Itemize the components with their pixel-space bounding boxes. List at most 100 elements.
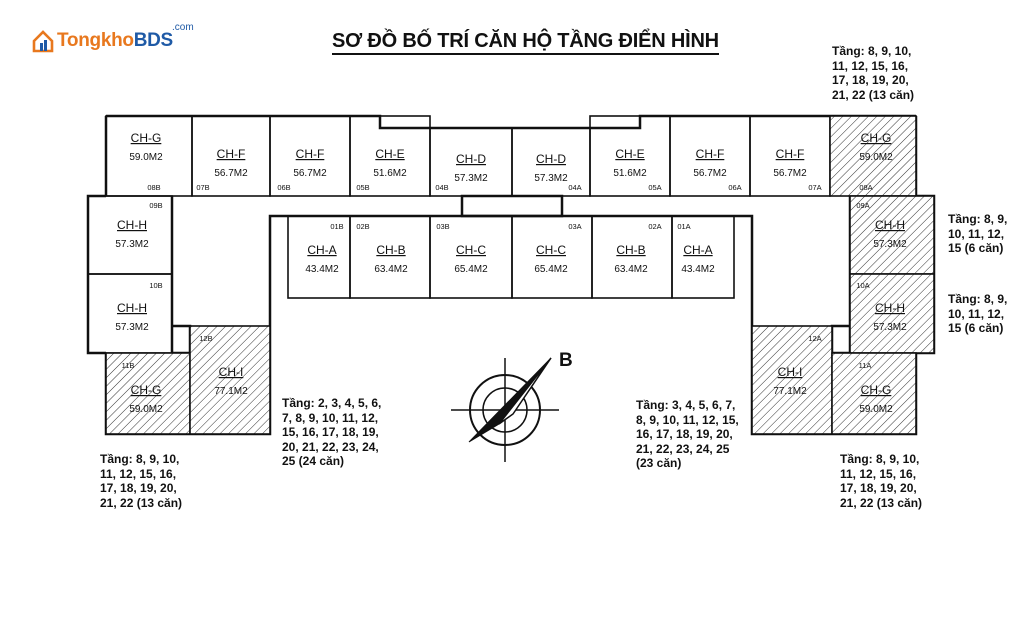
- apartment-type-label: CH-H: [117, 218, 147, 232]
- note-line: 21, 22 (13 căn): [840, 495, 923, 510]
- apartment-type-label: CH-F: [696, 147, 725, 161]
- apartment-code-label: 04A: [568, 183, 581, 192]
- apartment-area-label: 77.1M2: [773, 386, 807, 397]
- note-line: Tầng: 8, 9,: [948, 292, 1008, 306]
- apartment-area-label: 57.3M2: [873, 322, 907, 333]
- apartment-code-label: 08B: [147, 183, 160, 192]
- apartment-area-label: 56.7M2: [293, 168, 327, 179]
- note-line: 11, 12, 15, 16,: [832, 58, 909, 73]
- apartment-code-label: 10A: [856, 281, 869, 290]
- note-line: 21, 22, 23, 24, 25: [636, 441, 730, 456]
- apartment-area-label: 57.3M2: [115, 322, 149, 333]
- apartment-area-label: 43.4M2: [681, 264, 715, 275]
- apartment-code-label: 06B: [277, 183, 290, 192]
- note-line: Tầng: 3, 4, 5, 6, 7,: [636, 398, 736, 412]
- apartment-code-label: 07B: [196, 183, 209, 192]
- note-line: 15, 16, 17, 18, 19,: [282, 425, 379, 439]
- apartment-code-label: 05B: [356, 183, 369, 192]
- apartment-code-label: 11A: [859, 361, 872, 370]
- apartment-code-label: 09B: [149, 201, 162, 210]
- apartment-area-label: 59.0M2: [129, 152, 163, 163]
- note-line: 10, 11, 12,: [948, 226, 1005, 241]
- apartment-type-label: CH-C: [536, 243, 566, 257]
- apartment-code-label: 06A: [728, 183, 741, 192]
- apartment-type-label: CH-G: [861, 131, 892, 145]
- apartment-area-label: 56.7M2: [693, 168, 727, 179]
- apartment-code-label: 03B: [436, 222, 449, 231]
- apartment-type-label: CH-H: [875, 301, 905, 315]
- note-right-upper: Tầng: 8, 9,10, 11, 12,15 (6 căn): [948, 212, 1007, 256]
- apartment-code-label: 12A: [808, 334, 821, 343]
- note-right-lower: Tầng: 8, 9,10, 11, 12,15 (6 căn): [948, 292, 1007, 336]
- apartment-area-label: 57.3M2: [873, 239, 907, 250]
- note-line: 17, 18, 19, 20,: [100, 481, 177, 495]
- note-bottom-left: Tầng: 8, 9, 10,11, 12, 15, 16,17, 18, 19…: [100, 452, 182, 510]
- apartment-code-label: 05A: [648, 183, 661, 192]
- note-line: 16, 17, 18, 19, 20,: [636, 427, 733, 441]
- apartment-area-label: 63.4M2: [614, 264, 648, 275]
- apartment-type-label: CH-G: [131, 131, 162, 145]
- apartment-area-label: 65.4M2: [534, 264, 568, 275]
- apartment-code-label: 02B: [356, 222, 369, 231]
- apartment-type-label: CH-C: [456, 243, 486, 257]
- apartment-type-label: CH-H: [117, 301, 147, 315]
- apartment-code-label: 01A: [677, 222, 690, 231]
- apartment-area-label: 65.4M2: [454, 264, 488, 275]
- apartment-area-label: 59.0M2: [859, 152, 893, 163]
- note-line: 25 (24 căn): [282, 454, 345, 468]
- note-line: 8, 9, 10, 11, 12, 15,: [636, 412, 739, 427]
- note-center-left: Tầng: 2, 3, 4, 5, 6,7, 8, 9, 10, 11, 12,…: [282, 396, 381, 469]
- apartment-area-label: 43.4M2: [305, 264, 339, 275]
- apartment-type-label: CH-I: [219, 365, 244, 379]
- apartment-code-label: 11B: [122, 361, 135, 370]
- note-line: 15 (6 căn): [948, 241, 1004, 255]
- house-logo-icon: [32, 30, 54, 53]
- apartment-type-label: CH-D: [456, 152, 486, 166]
- note-line: 10, 11, 12,: [948, 306, 1005, 321]
- apartment-type-label: CH-B: [376, 243, 405, 257]
- apartment-area-label: 51.6M2: [373, 168, 407, 179]
- note-line: 20, 21, 22, 23, 24,: [282, 439, 379, 454]
- apartment-area-label: 56.7M2: [214, 168, 248, 179]
- apartment-type-label: CH-I: [778, 365, 803, 379]
- apartment-code-label: 04B: [435, 183, 448, 192]
- apartment-type-label: CH-B: [616, 243, 645, 257]
- note-line: 11, 12, 15, 16,: [840, 466, 917, 481]
- apartment-code-label: 10B: [149, 281, 162, 290]
- note-line: 15 (6 căn): [948, 321, 1004, 335]
- note-line: Tầng: 8, 9, 10,: [832, 44, 912, 58]
- apartment-code-label: 12B: [199, 334, 212, 343]
- page-title: SƠ ĐỒ BỐ TRÍ CĂN HỘ TẦNG ĐIỂN HÌNH: [332, 30, 719, 55]
- note-line: 21, 22 (13 căn): [100, 495, 183, 510]
- apartment-code-label: 03A: [568, 222, 581, 231]
- apartment-area-label: 57.3M2: [115, 239, 149, 250]
- note-line: (23 căn): [636, 456, 682, 470]
- apartment-area-label: 59.0M2: [859, 404, 893, 415]
- note-line: 7, 8, 9, 10, 11, 12,: [282, 410, 379, 425]
- note-line: Tầng: 2, 3, 4, 5, 6,: [282, 396, 382, 410]
- apartment-type-label: CH-F: [296, 147, 325, 161]
- apartment-type-label: CH-F: [217, 147, 246, 161]
- apartment-type-label: CH-D: [536, 152, 566, 166]
- apartment-code-label: 09A: [856, 201, 869, 210]
- note-top-right: Tầng: 8, 9, 10,11, 12, 15, 16,17, 18, 19…: [832, 44, 914, 102]
- brand-domain: .com: [172, 22, 194, 33]
- note-line: Tầng: 8, 9, 10,: [100, 452, 180, 466]
- apartment-area-label: 51.6M2: [613, 168, 647, 179]
- note-line: 21, 22 (13 căn): [832, 87, 915, 102]
- apartment-code-label: 01B: [330, 222, 343, 231]
- apartment-code-label: 08A: [859, 183, 872, 192]
- apartment-area-label: 77.1M2: [214, 386, 248, 397]
- north-label: B: [559, 350, 573, 371]
- note-center-right: Tầng: 3, 4, 5, 6, 7,8, 9, 10, 11, 12, 15…: [636, 398, 739, 471]
- apartment-type-label: CH-A: [683, 243, 712, 257]
- brand-name-part2: BDS: [133, 30, 174, 51]
- apartment-type-label: CH-F: [776, 147, 805, 161]
- note-line: 17, 18, 19, 20,: [832, 73, 909, 87]
- apartment-labels: CH-G59.0M208BCH-F56.7M207BCH-F56.7M206BC…: [115, 131, 907, 415]
- apartment-area-label: 63.4M2: [374, 264, 408, 275]
- apartment-area-label: 57.3M2: [454, 173, 488, 184]
- apartment-code-label: 07A: [808, 183, 821, 192]
